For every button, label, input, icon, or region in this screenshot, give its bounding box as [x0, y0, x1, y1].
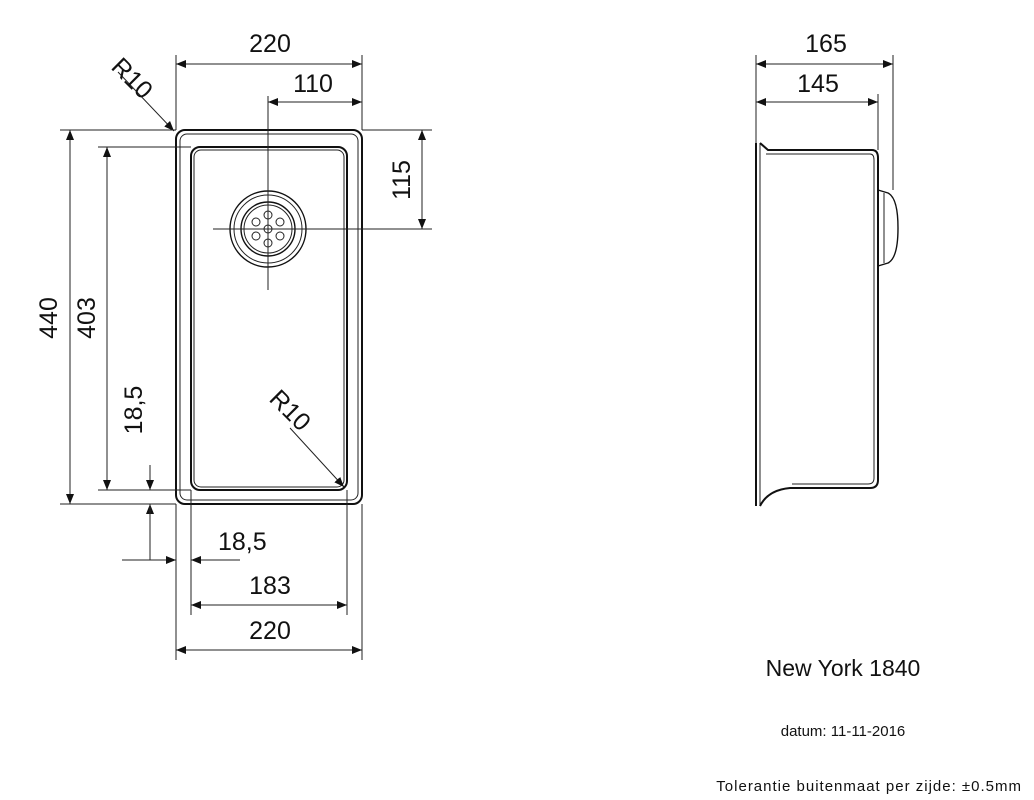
- dim-width-inner: 183: [249, 572, 291, 600]
- sink-bowl-inner-edge: [193, 149, 345, 488]
- leader-radius-outer: [117, 71, 175, 132]
- product-name: New York 1840: [766, 655, 921, 681]
- dim-length-inner: 403: [73, 297, 101, 339]
- top-view: 220 110 R10 115 440 403 18,5 R10: [35, 30, 432, 660]
- dim-depth-bowl: 145: [797, 70, 839, 98]
- dim-length-outer: 440: [35, 297, 63, 339]
- dim-width-bottom: 220: [249, 617, 291, 645]
- dim-width-top: 220: [249, 30, 291, 58]
- date-label: datum: 11-11-2016: [781, 723, 906, 740]
- dim-depth-total: 165: [805, 30, 847, 58]
- sink-outer-outline: [175, 129, 363, 505]
- leader-radius-inner: [289, 427, 345, 488]
- sink-side-profile: [759, 142, 879, 507]
- drain-outlet-icon: [877, 189, 899, 267]
- drain-icon: [213, 96, 432, 290]
- radius-inner-label: R10: [264, 384, 316, 436]
- dim-drain-offset-y: 115: [388, 160, 416, 200]
- sink-bowl-outline: [190, 146, 348, 491]
- dim-wall-offset-y: 18,5: [120, 386, 148, 435]
- side-view: 165 145: [755, 30, 899, 507]
- radius-outer-label: R10: [106, 52, 158, 104]
- tolerance-note: Tolerantie buitenmaat per zijde: ±0.5mm: [716, 778, 1022, 795]
- dim-wall-offset-x: 18,5: [218, 528, 267, 556]
- sink-outer-inner-edge: [179, 133, 359, 501]
- dim-drain-offset-x: 110: [293, 70, 333, 98]
- title-block: New York 1840 datum: 11-11-2016 Tolerant…: [716, 655, 1022, 795]
